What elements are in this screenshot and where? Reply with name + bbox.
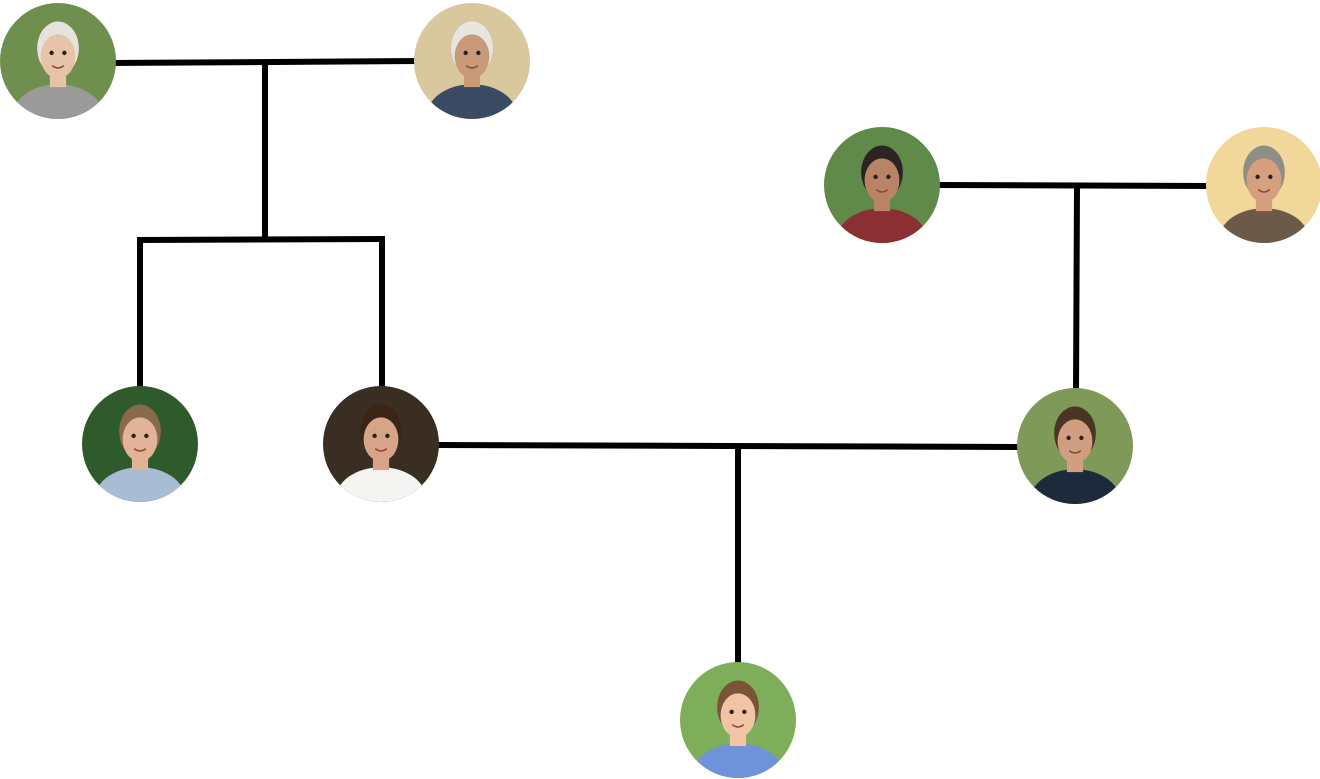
portrait-shoulders: [692, 743, 784, 778]
person-nodes: [0, 3, 1320, 779]
portrait-mouth: [133, 447, 147, 452]
person-node-p5[interactable]: [82, 386, 198, 531]
portrait-shoulders: [12, 84, 104, 119]
portrait-eye-right: [1268, 174, 1273, 180]
person-node-p8[interactable]: [680, 662, 796, 779]
person-node-p6[interactable]: [323, 386, 439, 531]
portrait-eye-right: [742, 709, 747, 715]
portrait-eye-left: [873, 174, 878, 180]
portrait-face: [363, 417, 399, 462]
portrait-mouth: [465, 64, 479, 69]
portrait-eye-right: [62, 50, 67, 56]
person-node-p4[interactable]: [1206, 127, 1320, 272]
portrait-eye-left: [372, 433, 377, 439]
portrait-eye-right: [476, 50, 481, 56]
portrait-shoulders: [836, 208, 928, 243]
portrait-mouth: [875, 188, 889, 193]
portrait-eye-right: [886, 174, 891, 180]
person-node-p3[interactable]: [824, 127, 940, 272]
connector-lines: [108, 57, 1214, 669]
portrait-eye-left: [131, 433, 136, 439]
portrait-shoulders: [1218, 208, 1310, 243]
portrait-mouth: [731, 723, 745, 728]
partner-line-p3-p4: [932, 181, 1214, 190]
portrait-face: [864, 158, 900, 203]
person-node-p7[interactable]: [1017, 388, 1133, 533]
descent-line-p3-p4: [1072, 183, 1081, 396]
portrait-face: [122, 417, 158, 462]
portrait-mouth: [51, 64, 65, 69]
person-node-p2[interactable]: [414, 3, 530, 148]
portrait-eye-left: [463, 50, 468, 56]
sibling-bar-p5-p6: [136, 235, 386, 244]
portrait-face: [40, 34, 76, 79]
portrait-eye-left: [1255, 174, 1260, 180]
portrait-face: [720, 693, 756, 738]
portrait-shoulders: [426, 84, 518, 119]
portrait-mouth: [374, 447, 388, 452]
partner-line-p6-p7: [431, 441, 1024, 451]
portrait-eye-right: [144, 433, 149, 439]
portrait-mouth: [1068, 449, 1082, 454]
portrait-eye-left: [729, 709, 734, 715]
portrait-shoulders: [335, 467, 427, 502]
portrait-shoulders: [1029, 469, 1121, 504]
person-node-p1[interactable]: [0, 3, 116, 148]
portrait-eye-left: [49, 50, 54, 56]
portrait-mouth: [1257, 188, 1271, 193]
portrait-eye-right: [1079, 435, 1084, 441]
portrait-face: [1057, 419, 1093, 464]
portrait-face: [454, 34, 490, 79]
portrait-eye-right: [385, 433, 390, 439]
portrait-face: [1246, 158, 1282, 203]
portrait-shoulders: [94, 467, 186, 502]
portrait-eye-left: [1066, 435, 1071, 441]
